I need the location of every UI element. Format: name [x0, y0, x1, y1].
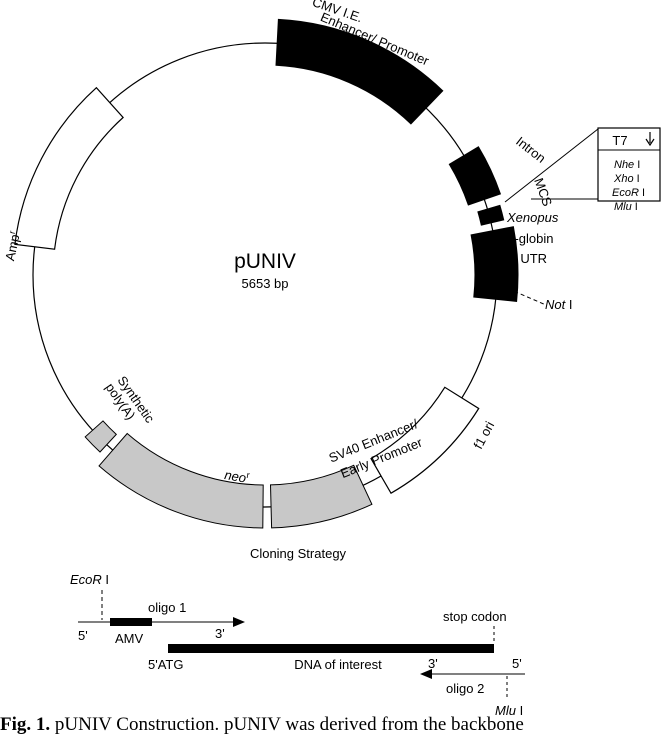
not1-site-marker — [494, 282, 547, 306]
five-prime-left-label: 5' — [78, 628, 88, 643]
oligo1-arrowhead-icon — [233, 617, 245, 627]
mlu1-site-label: Mlu I — [495, 703, 523, 718]
atg-label: 5'ATG — [148, 657, 183, 672]
mcs-leader-top — [504, 128, 599, 203]
dna-of-interest-bar — [168, 644, 494, 653]
utr-label-line3: 3' UTR — [507, 251, 547, 266]
oligo2-three-prime-label: 3' — [428, 656, 438, 671]
utr-label-line1: Xenopus — [506, 210, 559, 225]
neo-label: neor — [223, 466, 250, 486]
f1-ori-label: f1 ori — [470, 419, 497, 452]
oligo2-label: oligo 2 — [446, 681, 484, 696]
utr-label-line2: β-globin — [507, 231, 554, 246]
intron-label: Intron — [513, 134, 548, 166]
ecor1-site-label: EcoR I — [70, 572, 109, 587]
amv-leader-bar — [110, 618, 152, 626]
utr-segment — [470, 226, 519, 302]
figure-caption-label: Fig. 1. — [0, 714, 51, 735]
t7-arrow-icon — [645, 132, 655, 147]
plasmid-name: pUNIV — [234, 250, 296, 273]
mcs-label: MCS — [531, 176, 555, 209]
dna-of-interest-label: DNA of interest — [294, 657, 382, 672]
cloning-strategy-title: Cloning Strategy — [250, 546, 347, 561]
plasmid-size: 5653 bp — [242, 276, 289, 291]
amp-resistance-segment — [14, 86, 124, 250]
oligo1-label: oligo 1 — [148, 600, 186, 615]
five-prime-right-label: 5' — [512, 656, 522, 671]
mcs-detail-box: T7 Nhe I Xho I EcoR I Mlu I — [504, 127, 661, 213]
mcs-site-mlu1: Mlu I — [614, 201, 638, 213]
amv-label: AMV — [115, 631, 144, 646]
oligo2-arrowhead-icon — [420, 669, 432, 679]
amp-label: Ampr — [1, 230, 23, 262]
figure-caption: Fig. 1. pUNIV Construction. pUNIV was de… — [0, 713, 662, 737]
intron-segment — [448, 146, 502, 206]
sv40-promoter-segment — [269, 464, 373, 529]
not1-label: Not I — [545, 297, 572, 312]
mcs-site-xho1: Xho I — [613, 173, 640, 185]
figure-caption-text: pUNIV Construction. pUNIV was derived fr… — [50, 714, 524, 735]
f1-ori-segment — [370, 386, 480, 495]
stop-codon-label: stop codon — [443, 609, 507, 624]
mcs-segment — [477, 204, 505, 226]
neo-resistance-segment — [98, 432, 264, 529]
cmv-promoter-segment — [275, 18, 444, 125]
cloning-strategy-diagram: Cloning Strategy EcoR I oligo 1 5' AMV 3… — [70, 546, 525, 718]
mcs-site-nhe1: Nhe I — [614, 159, 640, 171]
mcs-site-ecor1: EcoR I — [612, 187, 645, 199]
polya-segment — [84, 420, 118, 453]
oligo1-three-prime-label: 3' — [215, 626, 225, 641]
t7-promoter-label: T7 — [612, 133, 627, 148]
